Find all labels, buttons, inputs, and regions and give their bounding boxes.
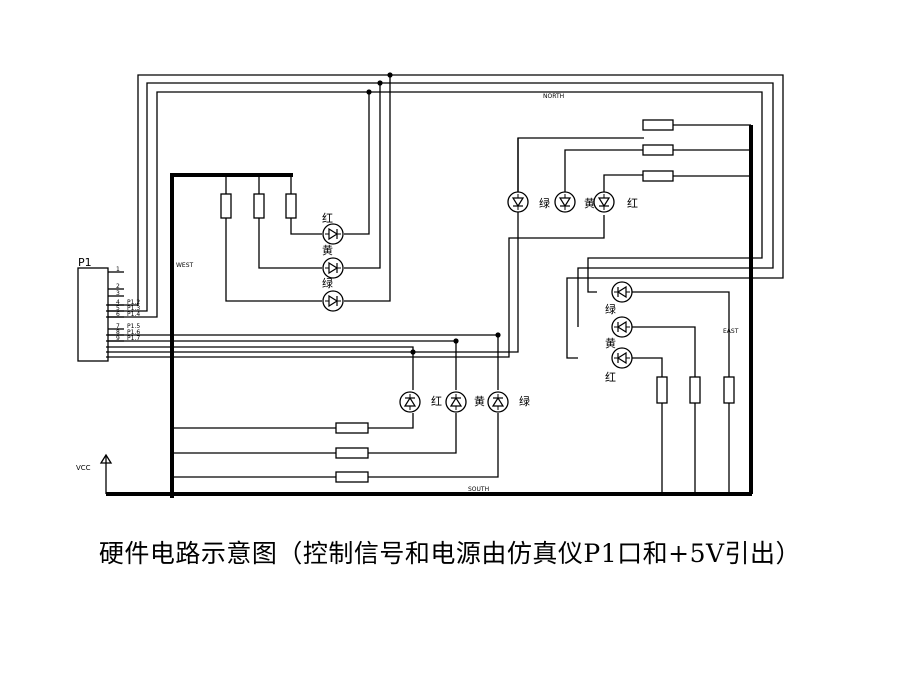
junction-dot	[387, 72, 393, 78]
north-loop-outer	[106, 74, 784, 359]
pin-name: P1.3	[127, 305, 140, 312]
pin-number: 2	[116, 283, 120, 290]
pin-number: 6	[116, 311, 120, 318]
resistor	[642, 170, 674, 182]
pin-number: 8	[116, 329, 120, 336]
resistor	[689, 376, 701, 404]
header-label: P1	[78, 256, 92, 269]
east-label: EAST	[723, 328, 739, 335]
wire-p17-south	[106, 346, 414, 390]
led-label-east-yellow: 黄	[605, 336, 616, 350]
north-loop-middle	[106, 82, 774, 327]
west-res2-wire	[258, 218, 322, 269]
led-label-east-red: 红	[605, 371, 616, 384]
east-led-wire	[632, 326, 696, 377]
north-led-lead	[603, 174, 644, 192]
vcc-arrow-icon	[99, 453, 113, 464]
led-label-east-green: 绿	[605, 302, 616, 316]
led-label-south-green: 绿	[519, 394, 530, 408]
pin-name: P1.2	[127, 299, 140, 306]
resistor	[220, 193, 232, 219]
pin-name: P1.7	[127, 335, 140, 342]
pin-name: P1.6	[127, 329, 140, 336]
led-label-west-green: 绿	[322, 276, 333, 290]
resistor	[335, 447, 369, 459]
pin-name: P1.5	[127, 323, 140, 330]
wire-north-yellow	[106, 215, 605, 358]
tap-west-yellow	[344, 83, 381, 269]
wire-north-red	[106, 137, 644, 353]
led-icon	[322, 290, 344, 312]
header-p1	[77, 267, 109, 362]
led-symbols	[322, 191, 633, 413]
pin-number: 3	[116, 290, 120, 297]
vcc-label: VCC	[76, 464, 91, 472]
south-label: SOUTH	[468, 486, 489, 493]
tap-west-red	[344, 92, 370, 235]
junction-dot	[495, 332, 501, 338]
led-icon	[487, 391, 509, 413]
resistor	[285, 193, 297, 219]
west-label: WEST	[176, 262, 194, 269]
north-label: NORTH	[543, 93, 564, 100]
led-label-north-yellow: 黄	[584, 196, 595, 210]
resistor	[335, 422, 369, 434]
pin-number: 5	[116, 305, 120, 312]
resistor	[656, 376, 668, 404]
wire-p16-south	[106, 340, 457, 390]
led-icon	[593, 191, 615, 213]
east-led-wire	[632, 291, 730, 377]
led-icon	[507, 191, 529, 213]
resistor	[723, 376, 735, 404]
west-rail	[170, 173, 293, 498]
south-led-wire	[172, 413, 414, 429]
led-icon	[611, 281, 633, 303]
pin-number: 7	[116, 323, 120, 330]
pin-name: P1.4	[127, 311, 140, 318]
led-label-west-red: 红	[322, 212, 333, 225]
pin-number: 4	[116, 299, 120, 306]
led-label-west-yellow: 黄	[322, 243, 333, 257]
pin-number: 1	[116, 266, 120, 273]
led-label-south-red: 红	[431, 395, 442, 408]
tap-west-green	[344, 75, 391, 302]
led-icon	[611, 316, 633, 338]
led-icon	[445, 391, 467, 413]
led-icon	[399, 391, 421, 413]
led-label-north-green: 绿	[539, 196, 550, 210]
junction-dot	[366, 89, 372, 95]
resistor	[335, 471, 369, 483]
figure-caption: 硬件电路示意图（控制信号和电源由仿真仪P1口和+5V引出）	[98, 539, 802, 568]
pin-number: 9	[116, 335, 120, 342]
resistor	[253, 193, 265, 219]
south-led-wire	[172, 413, 499, 478]
junction-dot	[377, 80, 383, 86]
led-icon	[611, 347, 633, 369]
north-led-lead	[564, 149, 644, 192]
west-res3-wire	[290, 218, 322, 235]
junction-dot	[410, 349, 416, 355]
led-icon	[322, 257, 344, 279]
led-icon	[322, 223, 344, 245]
west-res1-wire	[225, 218, 322, 302]
led-label-north-red: 红	[627, 197, 638, 210]
junction-dot	[453, 338, 459, 344]
resistor	[642, 119, 674, 131]
north-loop-inner	[106, 91, 763, 318]
led-icon	[554, 191, 576, 213]
wire-p15-south	[106, 334, 499, 390]
led-label-south-yellow: 黄	[474, 394, 485, 408]
south-led-wire	[172, 413, 457, 454]
resistor	[642, 144, 674, 156]
east-led-wire	[632, 357, 663, 377]
